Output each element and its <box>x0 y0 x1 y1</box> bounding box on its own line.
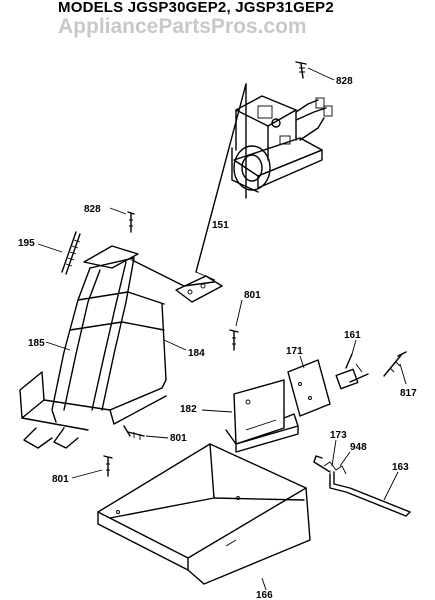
leader-801-upper <box>235 299 243 327</box>
spring-195[interactable] <box>61 231 81 275</box>
label-166: 166 <box>256 590 273 600</box>
label-948: 948 <box>350 442 367 453</box>
bolt-173[interactable] <box>313 455 331 473</box>
leader-801-center <box>145 435 169 439</box>
spring-948[interactable] <box>323 461 347 475</box>
pointer-line-left <box>195 83 247 273</box>
screw-828-mid[interactable] <box>127 211 135 233</box>
leader-166 <box>261 577 267 591</box>
leader-948 <box>339 451 351 467</box>
diagram-title: MODELS JGSP30GEP2, JGSP31GEP2 <box>58 0 334 16</box>
label-801-center: 801 <box>170 433 187 444</box>
label-185: 185 <box>28 338 45 349</box>
motor-151[interactable] <box>231 95 333 193</box>
leader-828-mid <box>109 207 127 215</box>
bracket-182[interactable] <box>225 379 299 453</box>
leader-161 <box>351 339 357 355</box>
label-828-top: 828 <box>336 76 353 87</box>
watermark: AppliancePartsPros.com <box>58 15 307 38</box>
label-801-lower: 801 <box>52 474 69 485</box>
screw-801-upper[interactable] <box>229 329 239 351</box>
label-195: 195 <box>18 238 35 249</box>
leader-184 <box>163 339 187 351</box>
label-184: 184 <box>188 348 205 359</box>
screw-828-top[interactable] <box>295 61 307 79</box>
leader-163 <box>383 471 399 501</box>
screw-817[interactable] <box>383 351 407 377</box>
leader-195 <box>37 243 63 253</box>
label-801-upper: 801 <box>244 290 261 301</box>
label-817: 817 <box>400 388 417 399</box>
label-161: 161 <box>344 330 361 341</box>
plate-171[interactable] <box>287 359 331 417</box>
leader-817 <box>399 363 407 385</box>
rod-163[interactable] <box>329 471 411 517</box>
tray-166[interactable] <box>97 443 311 585</box>
leader-182 <box>201 409 233 413</box>
bracket-185[interactable] <box>19 245 223 449</box>
label-151: 151 <box>212 220 229 231</box>
screw-801-lower[interactable] <box>103 455 113 477</box>
switch-161[interactable] <box>335 353 369 390</box>
label-163: 163 <box>392 462 409 473</box>
leader-171 <box>299 355 305 369</box>
leader-801-lower <box>71 469 103 479</box>
leader-173 <box>331 439 337 467</box>
label-182: 182 <box>180 404 197 415</box>
label-171: 171 <box>286 346 303 357</box>
leader-185 <box>45 341 71 351</box>
screw-801-center[interactable] <box>123 425 145 440</box>
label-173: 173 <box>330 430 347 441</box>
label-828-mid: 828 <box>84 204 101 215</box>
leader-828-top <box>307 67 335 81</box>
